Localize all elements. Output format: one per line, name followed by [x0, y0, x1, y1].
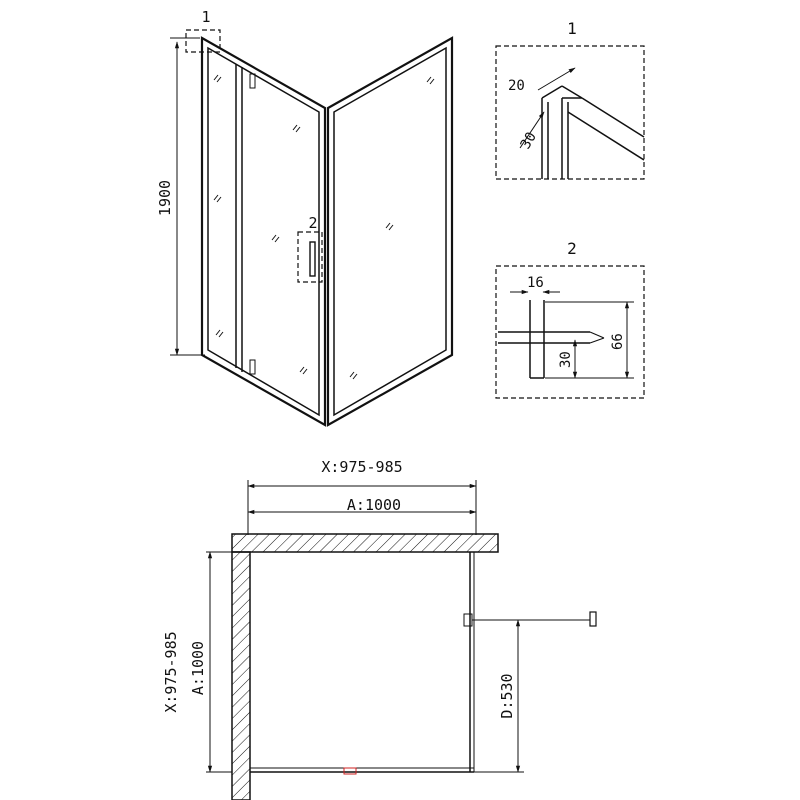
plan-left-range-label: X:975-985	[162, 631, 180, 712]
wall-top	[231, 533, 499, 553]
callout-1: 1	[185, 8, 221, 53]
detail-1-dim-b: 30	[518, 129, 540, 152]
plan-top-range-label: X:975-985	[321, 458, 402, 476]
plan-door-offset-label: D:530	[498, 673, 516, 718]
plan-left-size-label: A:1000	[189, 641, 207, 695]
front-panel	[200, 36, 327, 427]
wall-left	[231, 551, 251, 800]
plan-top-size-label: A:1000	[347, 496, 401, 514]
elevation-view: 1900	[156, 8, 454, 427]
side-panel	[326, 36, 454, 427]
plan-view: X:975-985 A:1000 X:975-985 A:1000 D:530	[162, 458, 597, 800]
callout-2: 2	[297, 214, 323, 283]
door-handle	[309, 241, 316, 277]
detail-2-dim-a: 16	[527, 275, 544, 291]
callout-1-label: 1	[201, 8, 210, 26]
detail-1-dim-a: 20	[508, 78, 525, 94]
height-dimension: 1900	[156, 37, 205, 356]
detail-2-dim-c: 66	[610, 333, 626, 350]
callout-2-label: 2	[308, 214, 317, 232]
height-label: 1900	[156, 180, 174, 216]
detail-2-title: 2	[567, 239, 577, 258]
glass-marks	[213, 74, 308, 375]
detail-1: 1 20 30	[495, 19, 645, 180]
detail-2-dim-b: 30	[558, 351, 574, 368]
detail-2: 2 16 30 66	[495, 239, 645, 399]
detail-1-title: 1	[567, 19, 577, 38]
